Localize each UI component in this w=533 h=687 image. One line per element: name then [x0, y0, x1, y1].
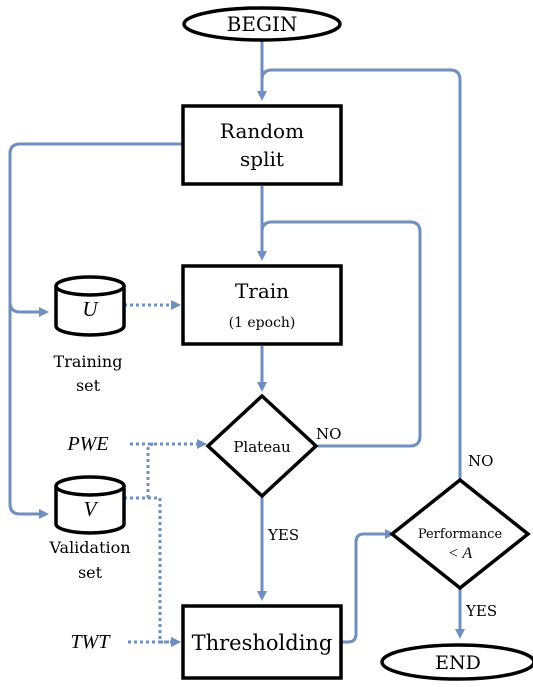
performance-no-label: NO	[468, 452, 493, 470]
validation-to-threshold-arrow	[124, 496, 181, 647]
split-to-validation-set-arrow	[8, 300, 49, 519]
pwe-label: PWE	[66, 433, 108, 455]
training-set-label-line1: Training	[54, 352, 123, 371]
random-split-label-line1: Random	[220, 119, 304, 143]
end-label: END	[435, 652, 481, 674]
performance-label-line2: < A	[448, 545, 473, 562]
threshold-to-performance-arrow	[342, 529, 395, 644]
train-box	[181, 264, 343, 346]
plateau-yes-label: YES	[267, 526, 299, 544]
performance-no-loop-arrow	[260, 68, 462, 482]
plateau-no-loop-arrow	[260, 220, 422, 448]
validation-set-label-line2: set	[78, 563, 103, 582]
twt-label: TWT	[71, 631, 112, 653]
plateau-label: Plateau	[233, 438, 291, 456]
end-terminator	[380, 643, 533, 681]
train-sublabel: (1 epoch)	[229, 315, 296, 331]
train-label: Train	[235, 279, 289, 303]
validation-set-database-icon	[54, 475, 126, 535]
plateau-decision	[205, 393, 319, 499]
split-to-training-set-arrow	[8, 142, 182, 317]
performance-decision	[389, 477, 531, 591]
begin-label: BEGIN	[227, 12, 298, 36]
thresholding-label: Thresholding	[192, 631, 333, 655]
validation-to-plateau-arrow	[124, 442, 155, 500]
validation-set-label-line1: Validation	[48, 538, 130, 557]
u-label: U	[82, 297, 99, 321]
training-set-database-icon	[54, 275, 126, 337]
thresholding-box	[181, 604, 343, 680]
random-split-label-line2: split	[240, 147, 284, 171]
performance-yes-label: YES	[465, 602, 497, 620]
random-split-box	[181, 104, 343, 186]
training-set-label-line2: set	[76, 376, 101, 395]
begin-terminator	[182, 6, 342, 42]
plateau-no-label: NO	[316, 425, 341, 443]
v-label: V	[84, 497, 99, 521]
performance-label-line1: Performance	[418, 527, 503, 542]
